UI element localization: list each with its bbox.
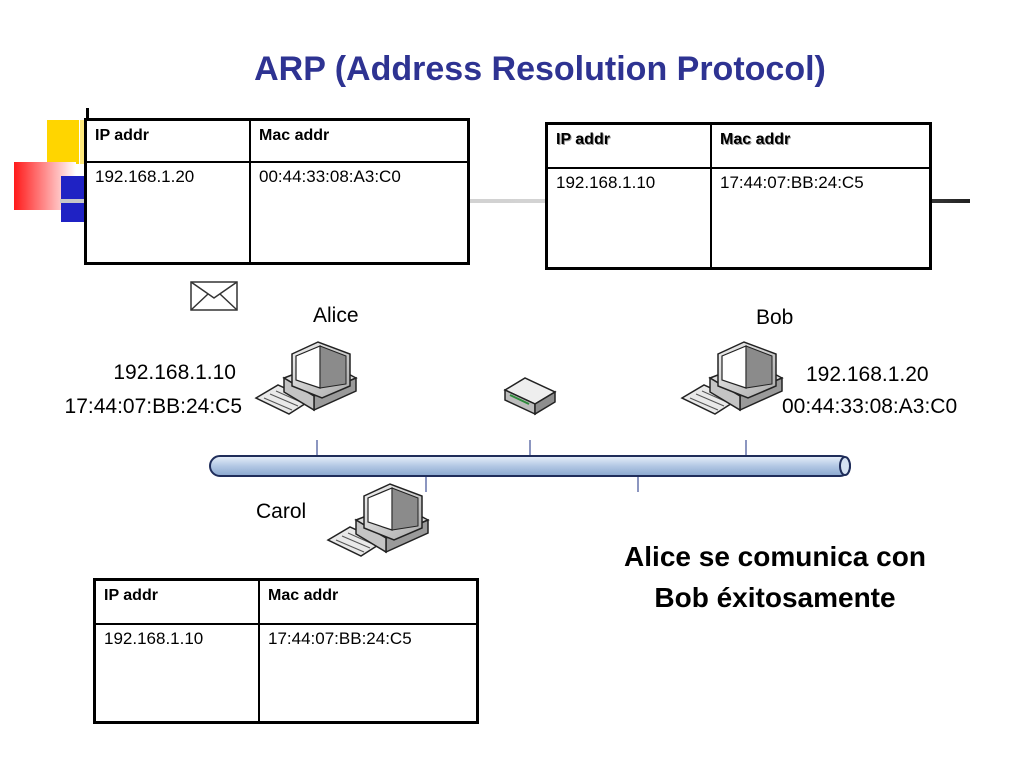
hub-icon xyxy=(503,377,557,416)
ip-cell: 192.168.1.10 xyxy=(93,622,260,724)
status-message: Alice se comunica con Bob éxitosamente xyxy=(624,541,926,613)
ip-header: IP addr xyxy=(545,122,712,169)
mac-header: Mac addr xyxy=(710,122,932,169)
ip-header: IP addr xyxy=(84,118,251,163)
page-title: ARP (Address Resolution Protocol) xyxy=(254,50,826,88)
bob-arp-table: IP addr Mac addr 192.168.1.10 17:44:07:B… xyxy=(545,122,932,270)
carol-arp-table: IP addr Mac addr 192.168.1.10 17:44:07:B… xyxy=(93,578,479,724)
alice-mac-label: 17:44:07:BB:24:C5 xyxy=(64,395,242,418)
mac-cell: 00:44:33:08:A3:C0 xyxy=(249,160,470,265)
bob-mac-label: 00:44:33:08:A3:C0 xyxy=(782,395,958,418)
mac-header: Mac addr xyxy=(258,578,479,625)
alice-computer-icon xyxy=(255,341,357,415)
bob-ip-label: 192.168.1.20 xyxy=(806,363,929,386)
mac-header: Mac addr xyxy=(249,118,470,163)
ip-cell: 192.168.1.20 xyxy=(84,160,251,265)
decor-horizontal-line xyxy=(60,199,970,203)
carol-computer-icon xyxy=(327,483,429,557)
alice-ip-label: 192.168.1.10 xyxy=(113,361,236,384)
envelope-icon xyxy=(190,281,238,316)
bob-label: Bob xyxy=(756,306,794,329)
mac-cell: 17:44:07:BB:24:C5 xyxy=(258,622,479,724)
alice-label: Alice xyxy=(313,304,359,327)
ip-cell: 192.168.1.10 xyxy=(545,166,712,270)
alice-arp-table: IP addr Mac addr 192.168.1.20 00:44:33:0… xyxy=(84,118,470,265)
network-bus xyxy=(209,455,851,477)
mac-cell: 17:44:07:BB:24:C5 xyxy=(710,166,932,270)
bob-computer-icon xyxy=(681,341,783,415)
ip-header: IP addr xyxy=(93,578,260,625)
carol-label: Carol xyxy=(256,500,307,523)
